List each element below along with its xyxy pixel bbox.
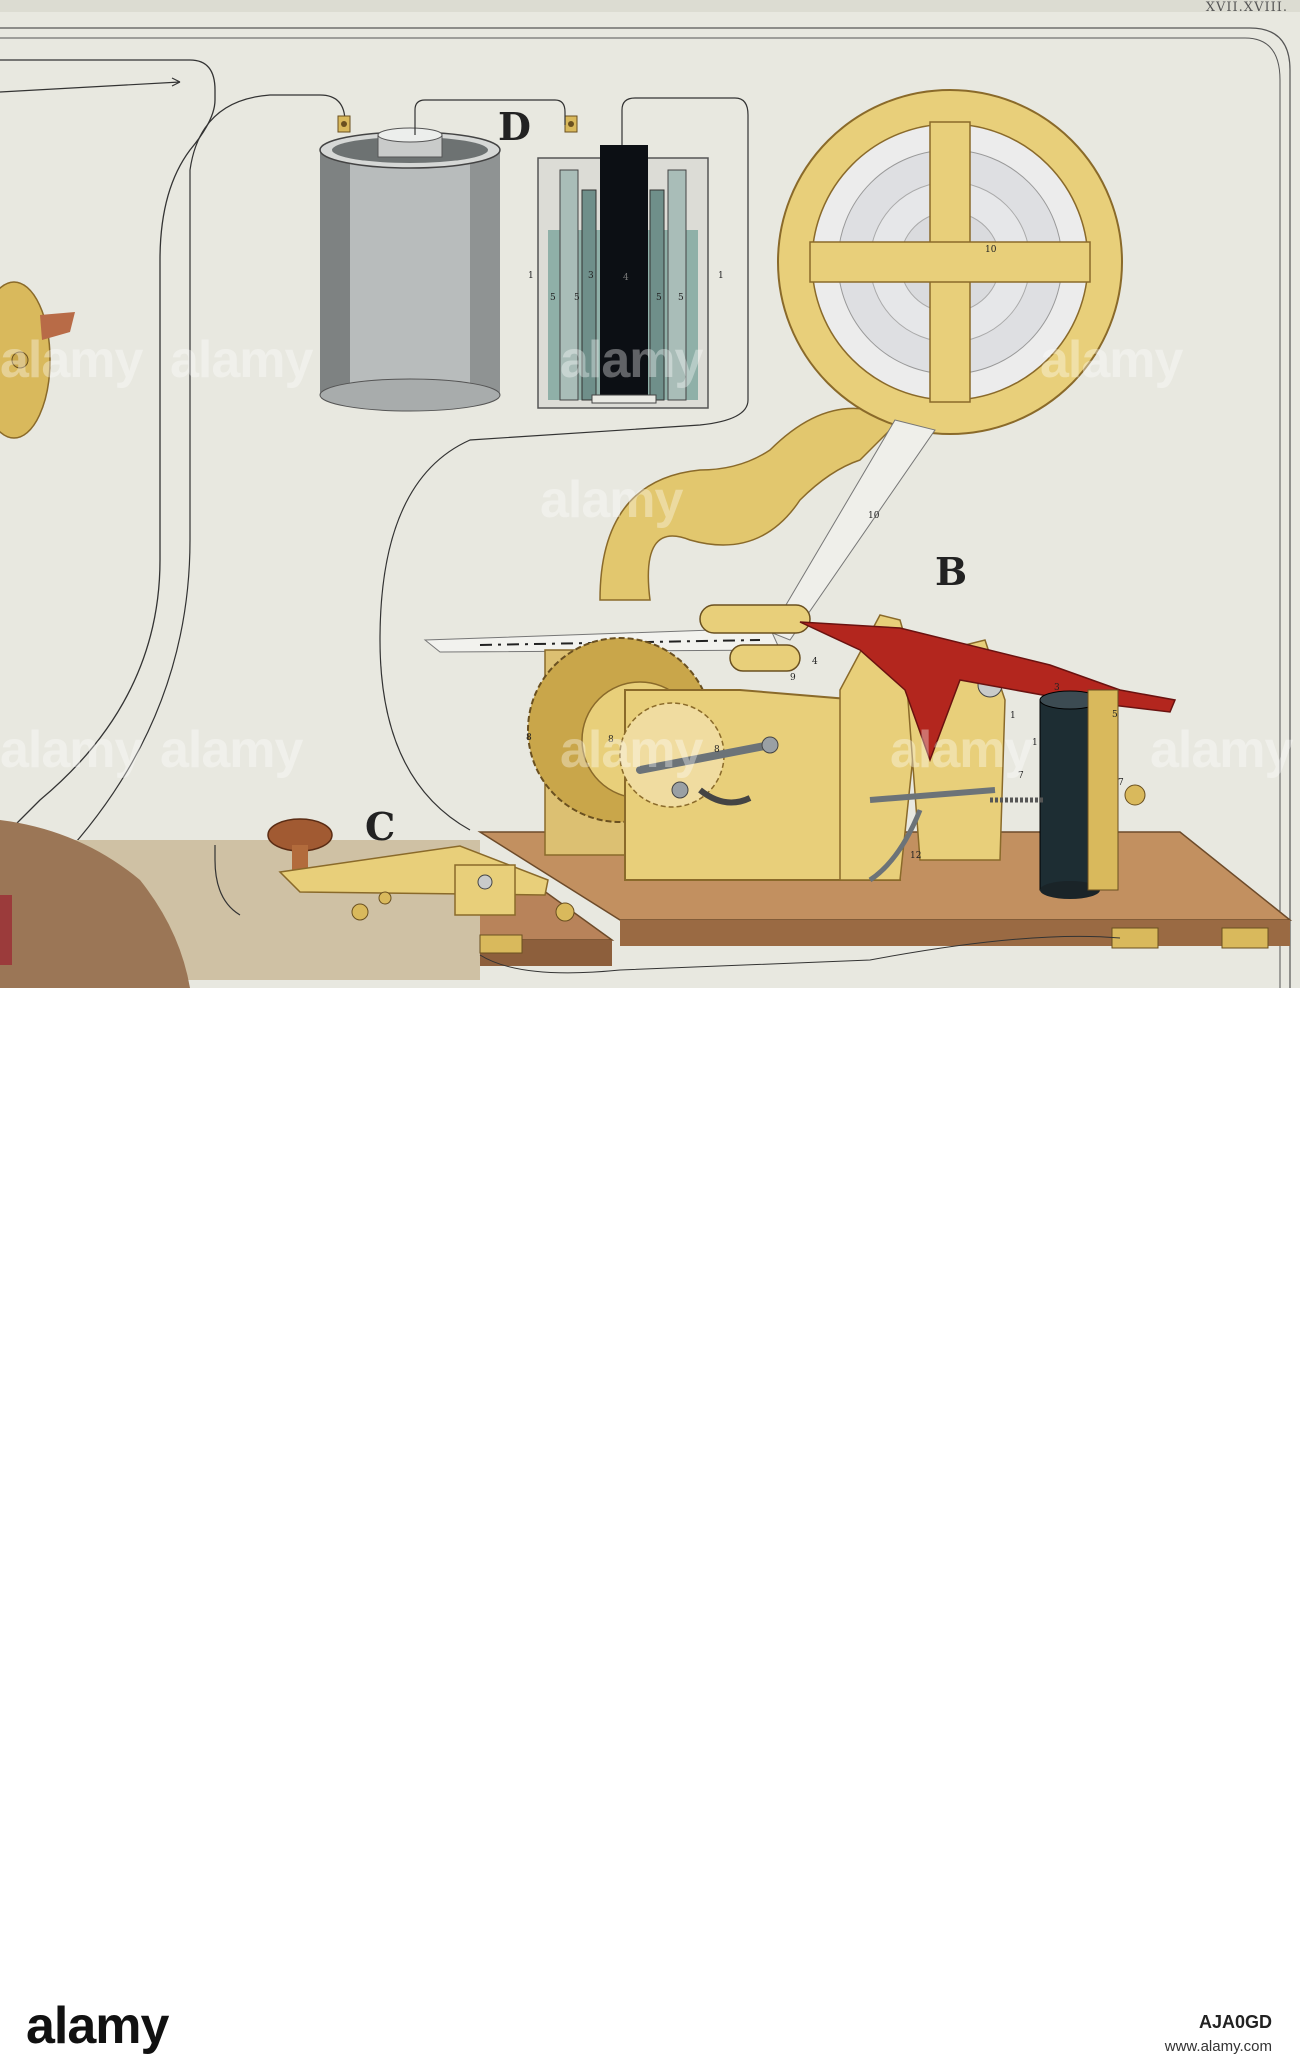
label-gear-8a: 8 (526, 733, 532, 743)
letter-b: B (935, 549, 967, 594)
watermark: alamy (170, 331, 313, 389)
label-tape-feed: 10 (868, 511, 880, 521)
battery-cross-section (537, 115, 709, 409)
label-cell-4: 4 (623, 273, 629, 283)
watermark: alamy (540, 471, 683, 529)
wire-left (0, 59, 216, 841)
label-cell-1b: 1 (718, 271, 724, 281)
label-gear-8c: 8 (714, 745, 720, 755)
image-id: AJA0GD (1198, 2012, 1272, 2032)
watermark: alamy (160, 721, 303, 779)
label-gear-8b: 8 (608, 735, 614, 745)
watermark: alamy (1040, 331, 1183, 389)
watermark: alamy (0, 331, 143, 389)
label-roller-4: 4 (812, 657, 818, 667)
label-coil-1: 1 (1032, 738, 1038, 748)
label-cell-5b: 5 (574, 293, 580, 303)
watermark: alamy (560, 721, 703, 779)
label-top-3: 3 (1054, 683, 1060, 693)
label-cell-1a: 1 (528, 271, 534, 281)
label-cell-5c: 5 (656, 293, 662, 303)
stock-footer: alamy AJA0GD www.alamy.com (0, 988, 1300, 2055)
label-lever-1: 1 (1010, 711, 1016, 721)
site-url: www.alamy.com (1164, 2038, 1272, 2055)
letter-d: D (498, 104, 531, 149)
watermark: alamy (0, 721, 143, 779)
label-cell-5d: 5 (678, 293, 684, 303)
electromagnet-coil (990, 689, 1146, 899)
plate-number: XVII.XVIII. (1205, 0, 1288, 15)
tape-reel (599, 89, 1123, 601)
label-screw-7b: 7 (1118, 778, 1124, 788)
battery-cylinder (319, 115, 501, 412)
plate-illustration: D B C 10 10 1 5 5 3 4 5 5 1 4 9 8 8 8 1 … (0, 0, 1300, 988)
watermark: alamy (1150, 721, 1293, 779)
label-frame-12: 12 (910, 851, 921, 861)
armature-lever (799, 621, 1177, 763)
watermark: alamy (560, 331, 703, 389)
brand-logo: alamy (26, 1997, 169, 2055)
label-tape-roll: 10 (985, 245, 997, 255)
watermark: alamy (890, 721, 1033, 779)
letter-c: C (365, 804, 395, 849)
label-cell-3: 3 (588, 271, 594, 281)
label-cell-5a: 5 (550, 293, 556, 303)
label-spring-5: 5 (1112, 710, 1118, 720)
telegraph-key (267, 818, 575, 954)
label-roller-9: 9 (790, 673, 796, 683)
telegraph-plate: D B C 10 10 1 5 5 3 4 5 5 1 4 9 8 8 8 1 … (0, 0, 1300, 988)
label-screw-7a: 7 (1018, 771, 1024, 781)
